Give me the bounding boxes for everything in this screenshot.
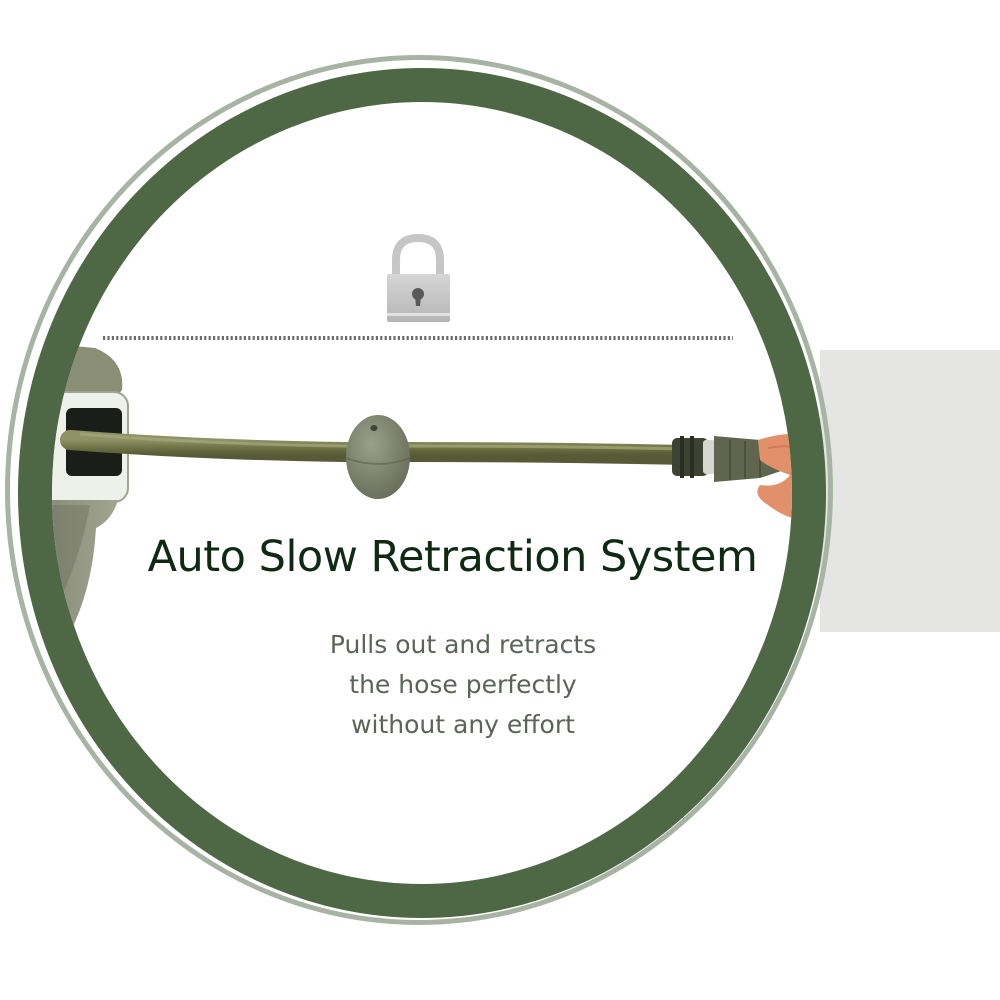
padlock-icon bbox=[387, 233, 450, 322]
description-line: Pulls out and retracts bbox=[329, 630, 597, 659]
feature-description: Pulls out and retracts the hose perfectl… bbox=[263, 625, 663, 745]
background-panel bbox=[820, 350, 1000, 632]
hose-stopper bbox=[345, 415, 411, 499]
description-line: the hose perfectly bbox=[349, 670, 577, 699]
feature-title: Auto Slow Retraction System bbox=[147, 532, 758, 582]
description-line: without any effort bbox=[351, 710, 575, 739]
hose-reel-housing bbox=[52, 340, 129, 700]
ring-outline bbox=[5, 55, 833, 925]
hand bbox=[757, 433, 792, 521]
